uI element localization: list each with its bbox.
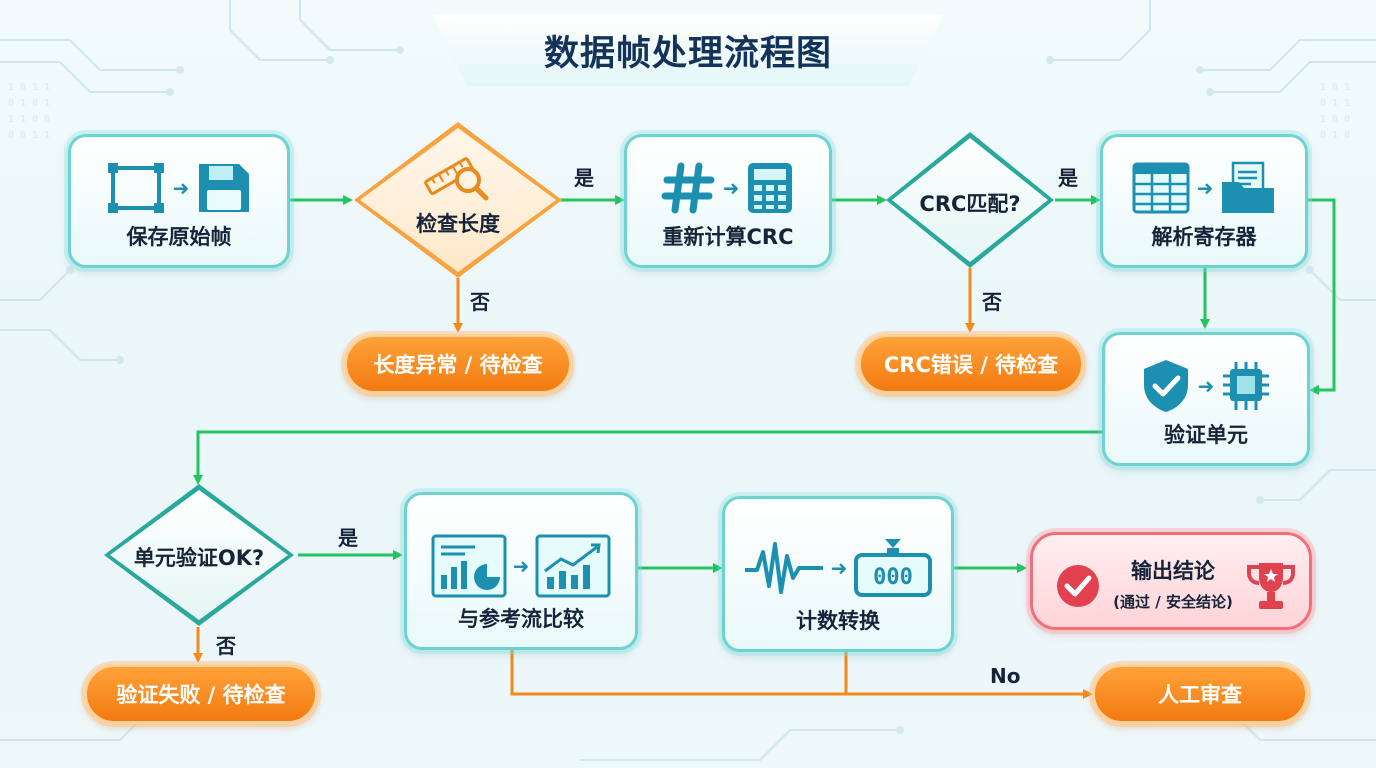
node-count-convert[interactable]: ➜ 000 计数转换 <box>722 496 954 652</box>
flow-arrow-icon: ➜ <box>172 176 190 200</box>
node-recalc-crc-label: 重新计算CRC <box>662 225 794 249</box>
title-banner: 数据帧处理流程图 <box>432 14 944 86</box>
svg-text:0 1 1: 0 1 1 <box>1320 98 1350 109</box>
edge-parse-side-to-verify <box>1308 198 1336 395</box>
node-recalc-crc[interactable]: ➜ 重新计算CRC <box>624 134 832 268</box>
svg-text:0 1 0: 0 1 0 <box>1320 130 1350 141</box>
svg-text:1 0 0: 1 0 0 <box>1320 114 1350 125</box>
verify-unit-icons: ➜ <box>1105 357 1307 415</box>
node-compare-reference-label: 与参考流比较 <box>458 607 584 631</box>
edge-label-no-crc: 否 <box>982 290 1002 314</box>
fail-length-error[interactable]: 长度异常 / 待检查 <box>344 334 572 394</box>
parse-registers-icons: ➜ <box>1103 159 1305 217</box>
counter-display-icon: 000 <box>854 539 933 597</box>
compare-reference-icons: ➜ <box>407 534 635 598</box>
svg-text:0 0 1 1: 0 0 1 1 <box>8 130 50 141</box>
flow-arrow-icon: ➜ <box>1196 176 1214 200</box>
edge-label-no-length: 否 <box>470 290 490 314</box>
svg-text:1 0 1: 1 0 1 <box>1320 82 1350 93</box>
node-output-conclusion[interactable]: 输出结论 (通过 / 安全结论) <box>1030 532 1312 630</box>
edge-compare-to-review <box>510 650 1093 699</box>
svg-text:1 1 0 0: 1 1 0 0 <box>8 114 50 125</box>
node-save-frame[interactable]: ➜ 保存原始帧 <box>68 134 290 268</box>
flow-arrow-icon: ➜ <box>1197 374 1215 398</box>
node-parse-registers[interactable]: ➜ 解析寄存器 <box>1100 134 1308 268</box>
fail-length-error-label: 长度异常 / 待检查 <box>373 353 543 377</box>
svg-text:0 1 0 1: 0 1 0 1 <box>8 98 50 109</box>
check-circle-icon <box>1057 565 1099 607</box>
edge-label-no-review: No <box>990 664 1021 688</box>
fail-crc-error-label: CRC错误 / 待检查 <box>883 353 1059 377</box>
flow-arrow-icon: ➜ <box>512 554 530 578</box>
node-verify-unit[interactable]: ➜ 验证单元 <box>1102 332 1310 466</box>
frame-select-icon <box>107 163 164 213</box>
chip-icon <box>1223 362 1270 410</box>
ruler-magnifier-icon <box>424 157 489 201</box>
fail-verify[interactable]: 验证失败 / 待检查 <box>84 664 318 724</box>
edge-label-yes-unit: 是 <box>338 526 358 550</box>
decision-crc-match-label: CRC匹配? <box>919 192 1021 216</box>
node-compare-reference[interactable]: ➜ 与参考流比较 <box>404 492 638 650</box>
trophy-icon <box>1247 563 1295 609</box>
floppy-disk-icon <box>199 164 250 212</box>
shield-check-icon <box>1143 360 1188 412</box>
node-verify-unit-label: 验证单元 <box>1164 423 1248 447</box>
decision-unit-ok-label: 单元验证OK? <box>133 546 265 570</box>
edge-label-yes-length: 是 <box>574 166 594 190</box>
node-output-conclusion-sub: (通过 / 安全结论) <box>1113 593 1233 611</box>
flow-arrow-icon: ➜ <box>722 176 740 200</box>
svg-text:1 0 1 1: 1 0 1 1 <box>8 82 50 93</box>
dashboard-chart-icon <box>431 534 507 598</box>
counter-display-value: 000 <box>874 565 914 590</box>
node-count-convert-label: 计数转换 <box>796 609 880 633</box>
save-frame-icons: ➜ <box>71 159 287 217</box>
count-convert-icons: ➜ 000 <box>725 539 951 597</box>
fail-crc-error[interactable]: CRC错误 / 待检查 <box>858 334 1084 394</box>
fail-verify-label: 验证失败 / 待检查 <box>116 683 286 707</box>
node-parse-registers-label: 解析寄存器 <box>1151 225 1257 249</box>
hash-icon <box>661 162 715 214</box>
edge-verify-to-unit-ok <box>193 430 1102 485</box>
node-save-frame-label: 保存原始帧 <box>126 225 232 249</box>
manual-review[interactable]: 人工审查 <box>1092 664 1308 724</box>
flow-arrow-icon: ➜ <box>830 556 848 580</box>
page-title: 数据帧处理流程图 <box>543 33 832 74</box>
edge-label-no-unit: 否 <box>216 634 236 658</box>
waveform-icon <box>744 542 823 594</box>
trend-chart-icon <box>535 534 611 598</box>
table-icon <box>1132 162 1190 214</box>
decision-check-length-label: 检查长度 <box>416 212 500 236</box>
calculator-icon <box>748 163 793 213</box>
recalc-crc-icons: ➜ <box>627 159 829 217</box>
manual-review-label: 人工审查 <box>1158 683 1242 707</box>
edge-label-yes-crc: 是 <box>1058 166 1078 190</box>
folder-document-icon <box>1222 161 1275 213</box>
node-output-conclusion-label: 输出结论 <box>1131 559 1215 583</box>
